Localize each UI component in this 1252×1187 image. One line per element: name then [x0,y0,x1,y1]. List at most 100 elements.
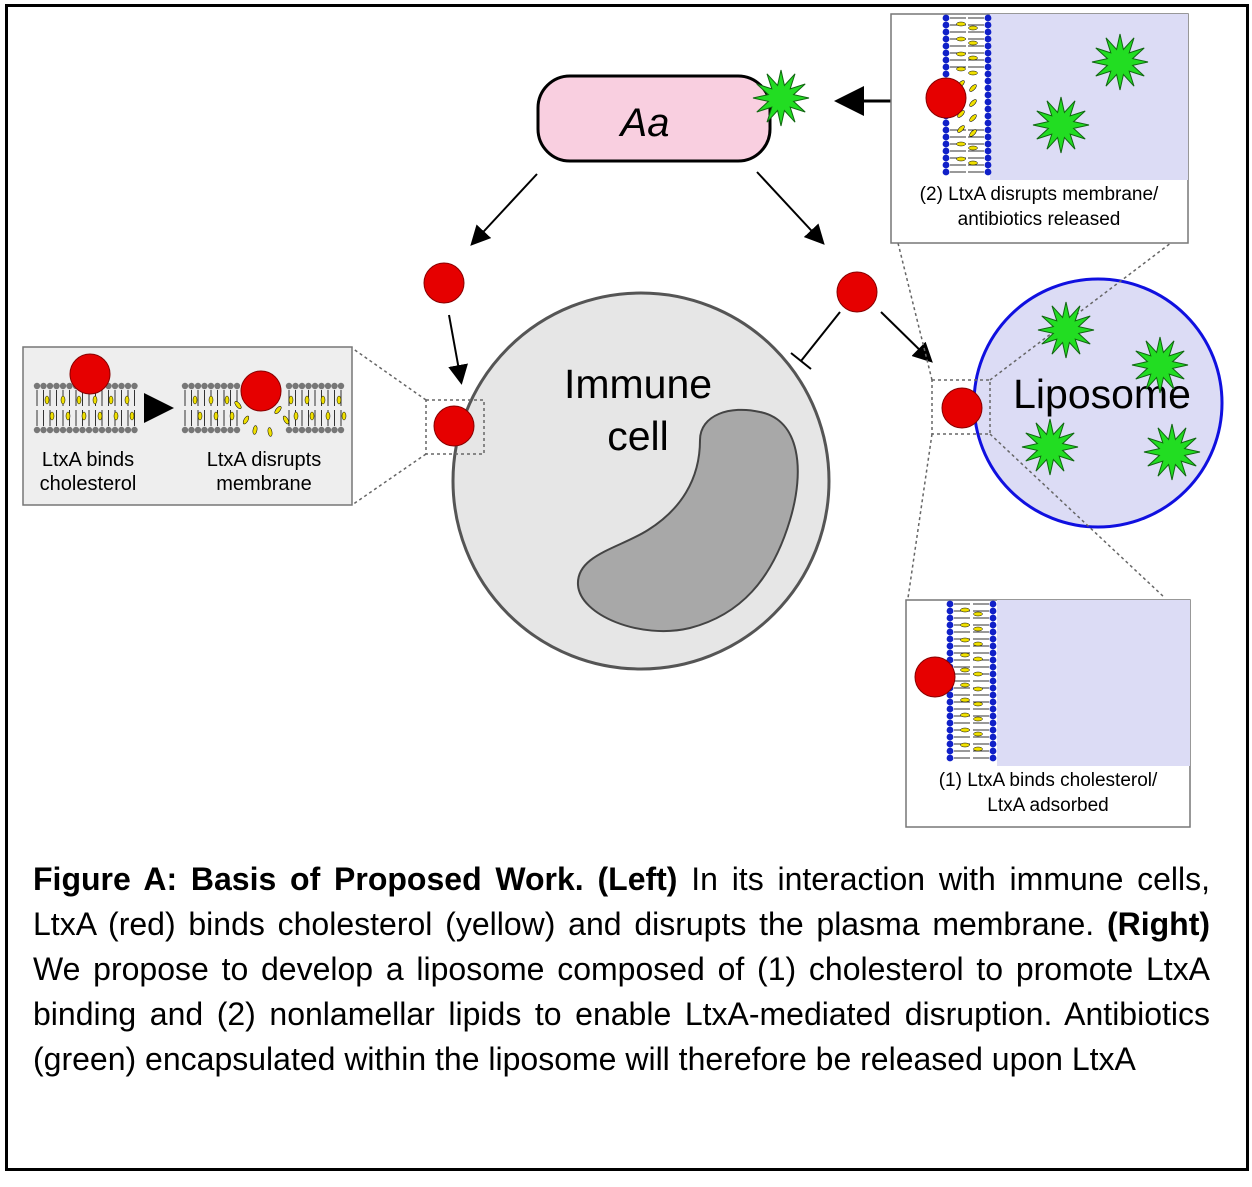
lipid-head [331,382,338,390]
cholesterol [44,395,50,405]
lipid-head [942,140,950,148]
arrow-ltxa-to-immune-cell [448,314,468,385]
lipid-head [989,719,997,727]
inhibition-line [800,311,841,362]
lipid-head [227,382,234,390]
inset-caption: antibiotics released [958,209,1121,230]
zoom-line [351,347,427,401]
cholesterol [60,395,66,405]
antibiotic-star [1131,336,1189,394]
zoom-line [989,433,1166,599]
lipid-head [942,21,950,29]
cholesterol [229,411,235,421]
lipid-head [989,642,997,650]
immune-cell-label-line2: cell [607,413,669,459]
ltxa-dot-inset [925,77,967,119]
cholesterol [97,411,103,421]
lipid-head [98,426,106,434]
cholesterol [956,36,966,42]
ltxa-dot-immune-cell [433,405,475,447]
lipid-head [946,719,954,727]
lipid-head [942,154,950,162]
cholesterol [81,411,87,421]
cholesterol [957,125,965,133]
lipid-head [331,426,338,434]
lipid-head [946,733,954,741]
lipid-head [324,382,332,390]
cholesterol [960,607,970,613]
cholesterol [968,55,978,61]
immune-cell-label-line1: Immune [564,361,712,407]
cholesterol [968,25,978,31]
lipid-head [233,382,241,390]
cholesterol [973,701,983,707]
cholesterol [213,411,219,421]
cholesterol [969,99,977,107]
cholesterol [129,411,135,421]
lipid-head [79,426,86,434]
lipid-head [214,382,221,390]
antibiotic-star [752,69,810,127]
lipid-head [984,70,992,78]
cholesterol [973,716,983,722]
cholesterol [956,156,966,162]
lipid-head [946,698,954,706]
lipid-head [292,426,299,434]
cholesterol [242,415,250,425]
lipid-head [92,426,99,434]
lipid-head [946,705,954,713]
lipid-head [942,70,950,78]
lipid-head [942,35,950,43]
lipid-head [298,426,306,434]
lipid-head [131,426,138,434]
cholesterol [973,731,983,737]
cholesterol [973,686,983,692]
lipid-head [59,426,67,434]
lipid-head [989,635,997,643]
lipid-head [942,147,950,155]
lipid-head [72,426,80,434]
zoom-box-liposome [931,379,991,435]
cholesterol [973,626,983,632]
cholesterol [973,641,983,647]
lipid-head [989,656,997,664]
lipid-head [85,426,93,434]
cholesterol [65,411,71,421]
cholesterol [282,415,290,425]
lipid-head [942,14,950,22]
lipid-head [984,49,992,57]
lipid-head [111,426,119,434]
cholesterol [973,746,983,752]
lipid-head [40,426,47,434]
cholesterol [108,395,114,405]
lipid-head [946,712,954,720]
lipid-head [984,77,992,85]
lipid-head [292,382,299,390]
lipid-head [131,382,138,390]
lipid-head [201,426,208,434]
lipid-head [989,621,997,629]
lipid-head [989,614,997,622]
lipid-head [984,84,992,92]
cholesterol [224,395,230,405]
lipid-head [984,98,992,106]
arrow-ltxa-to-liposome [880,311,933,363]
ltxa-dot-right [836,271,878,313]
antibiotic-star [1091,33,1149,91]
cholesterol [252,425,258,435]
lipid-head [989,754,997,762]
lipid-head [946,691,954,699]
inset-label: cholesterol [40,473,137,495]
lipid-head [984,35,992,43]
caption-left-tag: (Left) [597,861,678,897]
lipid-head [53,382,60,390]
lipid-head [207,426,215,434]
lipid-head [188,382,195,390]
cholesterol [960,697,970,703]
lipid-head [984,119,992,127]
top-right-inset: (2) LtxA disrupts membrane/ antibiotics … [890,13,1189,244]
cholesterol [274,406,282,414]
lipid-head [984,126,992,134]
left-inset: LtxA binds cholesterol LtxA disrupts mem… [22,346,353,506]
